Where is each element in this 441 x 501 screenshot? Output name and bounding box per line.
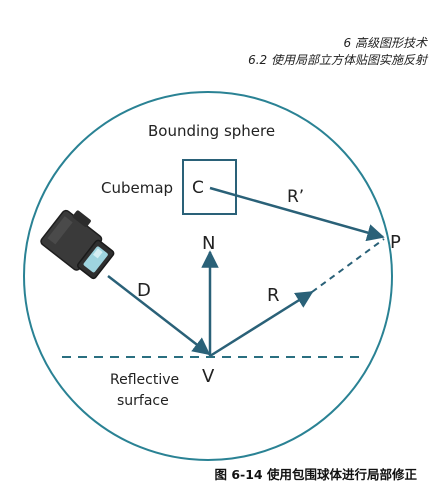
point-p-label: P [390,232,401,253]
cubemap-label: Cubemap [101,179,173,197]
reflected-vector-r [209,290,314,358]
cubemap-center-label: C [192,178,204,198]
bounding-sphere-circle [23,91,393,461]
surface-label-line2: surface [117,393,169,409]
chapter-header: 6 高级图形技术 [343,36,427,50]
corrected-vector-r-prime [209,186,385,242]
normal-label: N [202,233,215,254]
figure-caption: 图 6-14 使用包围球体进行局部修正 [214,467,418,482]
section-header: 6.2 使用局部立方体贴图实施反射 [248,53,427,67]
bounding-sphere-label: Bounding sphere [148,122,275,140]
camera-icon [40,209,115,280]
view-vector-label: D [137,280,151,301]
surface-label-line1: Reflective [110,372,179,388]
point-v-label: V [202,366,215,387]
cubemap-box [182,159,237,215]
reflected-vector-extension [311,238,385,293]
view-vector-d [107,275,211,356]
corrected-vector-label: R’ [287,187,304,207]
reflected-vector-label: R [267,285,280,306]
